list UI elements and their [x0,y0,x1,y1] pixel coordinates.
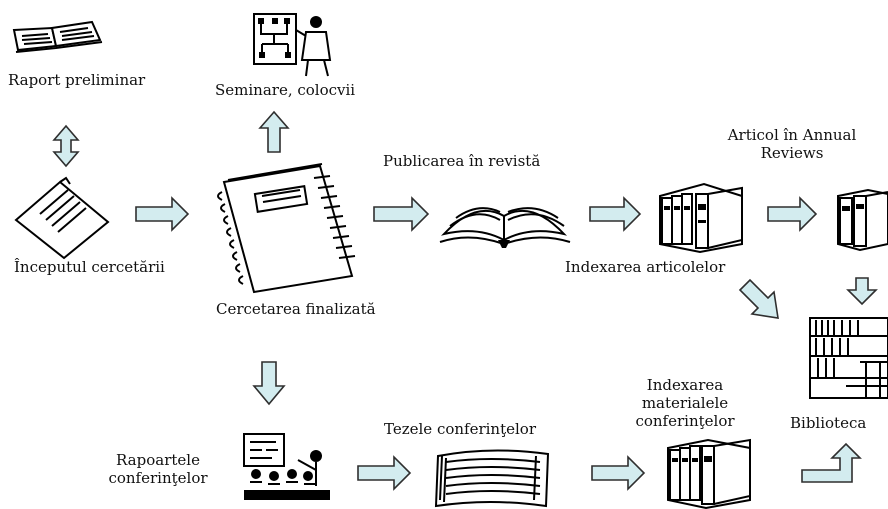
label-conference-index-line1: Indexarea [646,376,724,394]
arrow-right [591,455,646,491]
arrow-up [258,110,290,153]
label-annual-reviews-line1: Articol în Annual [727,126,857,144]
document-sheet-icon [14,176,110,260]
open-book-icon [12,20,103,53]
label-library: Biblioteca [790,414,867,432]
arrow-right [357,455,412,491]
label-conference-theses: Tezele conferinţelor [384,420,536,438]
arrow-right [135,196,190,232]
stack-of-papers-icon [434,449,550,508]
arrow-down [846,277,878,306]
open-book-icon [439,207,571,248]
label-annual-reviews-line2: Reviews [760,144,824,162]
label-conference-reports: Rapoartele conferinţelor [88,451,228,487]
arrow-right [373,196,430,232]
label-conference-reports-line1: Rapoartele [116,451,200,469]
binders-icon [659,182,743,254]
binders-icon [667,438,751,509]
label-seminars: Seminare, colocvii [215,81,356,99]
binders-icon [837,188,888,252]
label-conference-reports-line2: conferinţelor [108,469,208,487]
spiral-notebook-icon [217,163,356,294]
library-shelves-icon [809,317,888,399]
presentation-audience-icon [243,433,330,500]
arrow-right [767,196,818,232]
label-research-start: Începutul cercetării [14,258,165,276]
label-research-done: Cercetarea finalizată [216,300,376,318]
label-conference-index-line2: materialele [641,394,729,412]
label-annual-reviews: Articol în Annual Reviews [712,126,872,162]
label-article-index: Indexarea articolelor [565,258,726,276]
label-conference-index: Indexarea materialele conferinţelor [620,376,750,430]
arrow-down [252,361,286,406]
label-journal-publication: Publicarea în revistă [383,152,541,170]
arrow-diagonal-down-right [738,278,779,319]
label-preliminary-report: Raport preliminar [8,71,146,89]
double-arrow-vertical [52,124,80,168]
presenter-at-board-icon [253,13,332,77]
label-conference-index-line3: conferinţelor [635,412,735,430]
arrow-right [589,196,642,232]
arrow-bent-up [801,442,862,483]
